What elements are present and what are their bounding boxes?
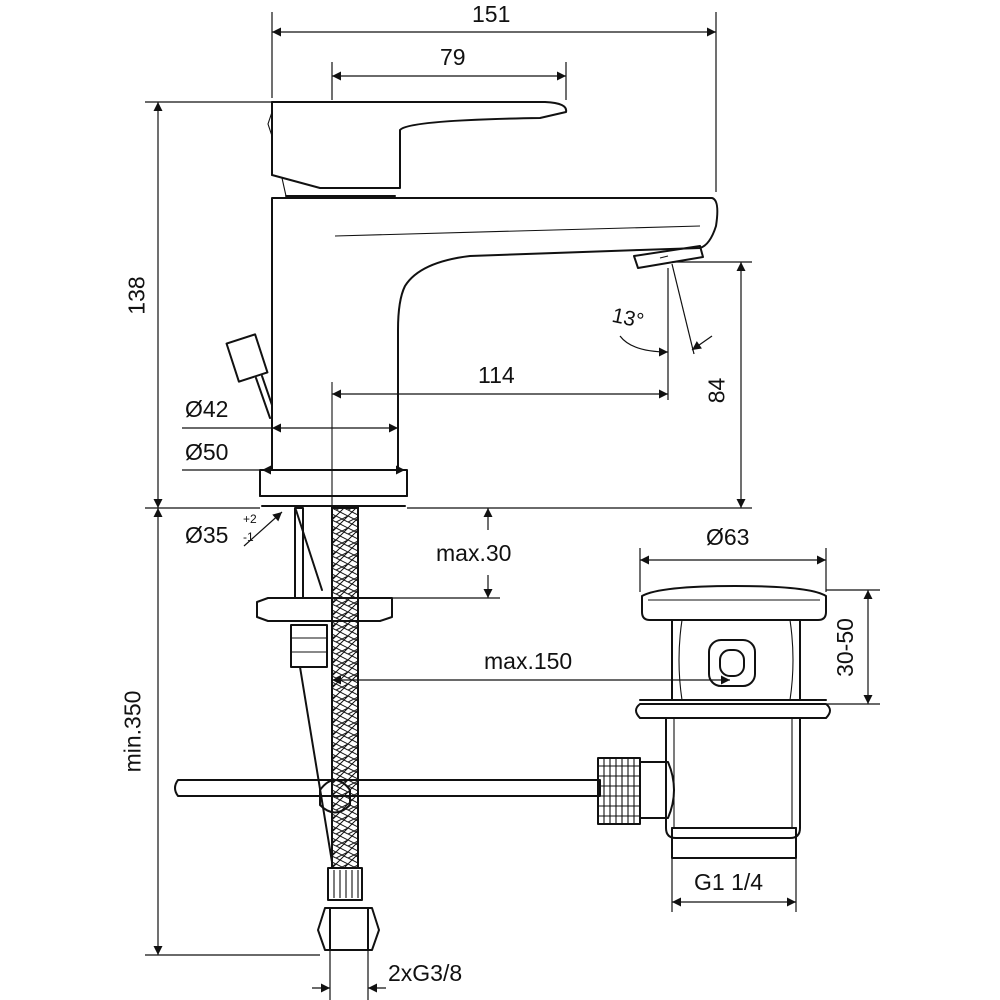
dim-spout-height: 84 <box>703 377 730 404</box>
dim-total-height: 138 <box>123 276 150 315</box>
aerator <box>633 245 704 269</box>
dim-min-length: min.350 <box>119 690 146 773</box>
lever-handle <box>271 101 568 189</box>
dim-body-diameter: Ø42 <box>185 396 229 422</box>
dimension-lines <box>145 12 880 1000</box>
dim-lever-length: 79 <box>440 44 466 70</box>
faucet-body <box>225 101 719 507</box>
dim-max-thickness: max.30 <box>436 540 512 566</box>
braided-hose <box>317 507 380 951</box>
base-plate <box>259 469 408 497</box>
dim-max-drawrod: max.150 <box>484 648 573 674</box>
dim-base-diameter: Ø50 <box>185 439 229 465</box>
dim-waste-thread: G1 1/4 <box>694 869 764 895</box>
dim-overall-width: 151 <box>472 1 511 27</box>
mounting-assembly <box>256 507 393 863</box>
dim-hole-diameter: Ø35 <box>185 522 229 548</box>
spout <box>271 197 719 471</box>
popup-rod <box>225 333 273 419</box>
dim-spout-reach: 114 <box>478 362 515 388</box>
dim-waste-diameter: Ø63 <box>706 524 750 550</box>
dim-hole-tolerance-upper: +2 <box>243 512 257 526</box>
dim-waste-height: 30-50 <box>831 618 858 677</box>
dim-hole-tolerance-lower: -1 <box>243 530 254 544</box>
drain-rod <box>174 779 601 797</box>
dim-connection: 2xG3/8 <box>388 960 463 986</box>
waste-assembly <box>597 585 831 859</box>
